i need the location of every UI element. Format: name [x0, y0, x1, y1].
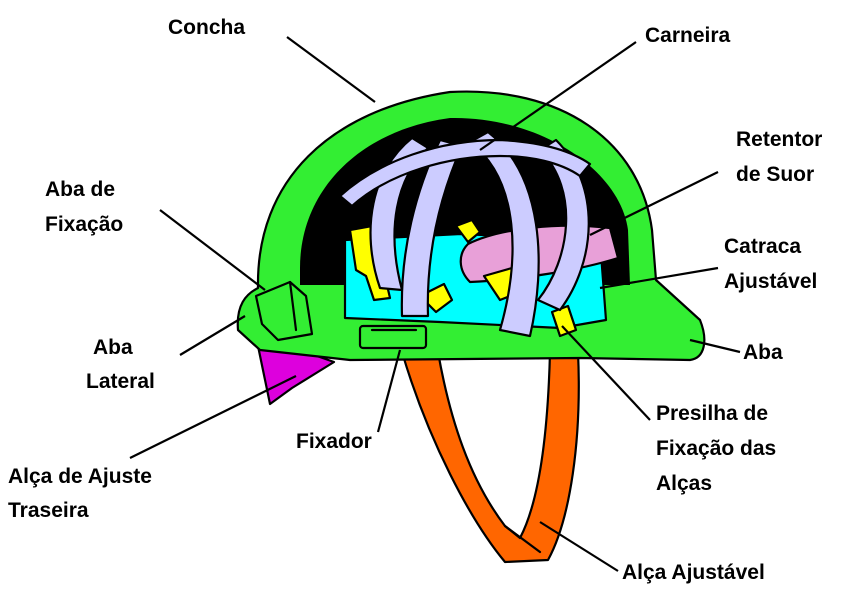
- label-catraca-1: Catraca: [724, 235, 801, 258]
- label-presilha-3: Alças: [656, 472, 712, 495]
- label-concha: Concha: [168, 16, 245, 39]
- label-carneira: Carneira: [645, 24, 731, 47]
- label-presilha-2: Fixação das: [656, 437, 776, 460]
- label-aba-fixacao-2: Fixação: [45, 213, 123, 236]
- label-retentor-2: de Suor: [736, 163, 814, 186]
- label-alca-traseira-1: Alça de Ajuste: [8, 465, 152, 488]
- label-aba-lateral-2: Lateral: [86, 370, 155, 393]
- label-catraca-2: Ajustável: [724, 270, 817, 293]
- label-fixador: Fixador: [296, 430, 372, 453]
- label-alca-ajustavel: Alça Ajustável: [622, 561, 765, 584]
- label-presilha-1: Presilha de: [656, 402, 768, 425]
- label-aba-lateral-1: Aba: [93, 336, 133, 359]
- label-aba-fixacao-1: Aba de: [45, 178, 115, 201]
- label-aba: Aba: [743, 341, 783, 364]
- label-retentor-1: Retentor: [736, 128, 822, 151]
- label-alca-traseira-2: Traseira: [8, 499, 89, 522]
